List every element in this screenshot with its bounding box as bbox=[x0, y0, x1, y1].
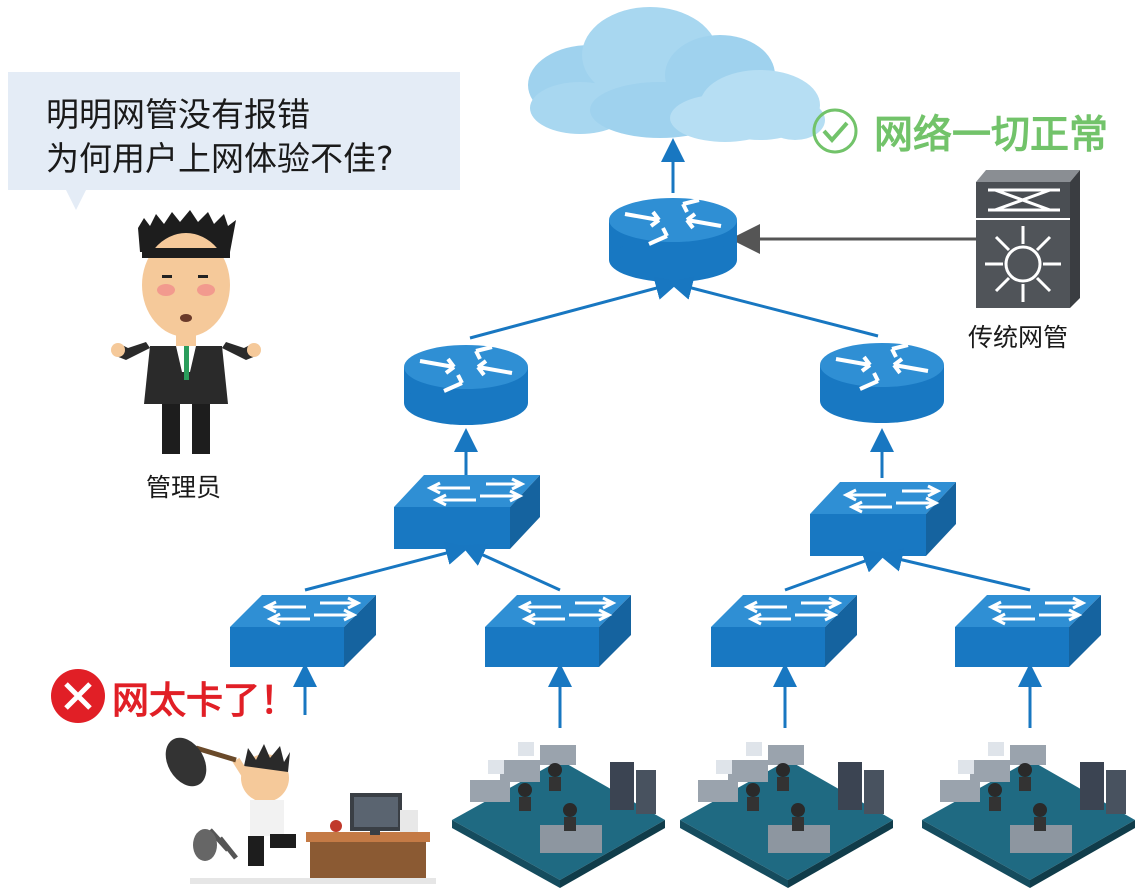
office-floor-2-icon bbox=[680, 742, 893, 888]
speech-bubble-tail bbox=[66, 190, 86, 210]
administrator-figure-icon bbox=[111, 210, 261, 454]
link-access-3 bbox=[784, 549, 888, 592]
link-access-4 bbox=[878, 548, 1031, 592]
office-floor-3-icon bbox=[922, 742, 1135, 888]
legacy-nms-label: 传统网管 bbox=[968, 323, 1069, 352]
x-circle-icon bbox=[51, 669, 105, 723]
frustrated-user-figure-icon bbox=[165, 737, 436, 884]
network-slow-status: 网太卡了！ bbox=[112, 679, 297, 722]
aggregation-switch-right-icon bbox=[810, 482, 956, 556]
office-floor-1-icon bbox=[452, 742, 665, 888]
link-dist-right-core bbox=[668, 276, 879, 338]
distribution-router-left-icon bbox=[404, 345, 528, 425]
link-access-1 bbox=[304, 541, 470, 592]
distribution-router-right-icon bbox=[820, 343, 944, 423]
aggregation-switch-left-icon bbox=[394, 475, 540, 549]
access-switch-2-icon bbox=[485, 595, 631, 667]
core-router-icon bbox=[609, 198, 737, 282]
speech-bubble: 明明网管没有报错 为何用户上网体验不佳? bbox=[8, 72, 460, 190]
link-dist-left-core bbox=[469, 276, 680, 340]
link-access-2 bbox=[461, 544, 561, 592]
legacy-nms-device-icon bbox=[976, 170, 1080, 308]
network-ok-status: 网络一切正常 bbox=[874, 113, 1109, 158]
internet-cloud-icon bbox=[528, 7, 825, 142]
access-switch-1-icon bbox=[230, 595, 376, 667]
check-circle-icon bbox=[812, 108, 858, 154]
access-switch-4-icon bbox=[955, 595, 1101, 667]
speech-line-2: 为何用户上网体验不佳? bbox=[46, 139, 394, 178]
speech-line-1: 明明网管没有报错 bbox=[46, 95, 310, 134]
access-switch-3-icon bbox=[711, 595, 857, 667]
admin-label: 管理员 bbox=[146, 473, 222, 502]
